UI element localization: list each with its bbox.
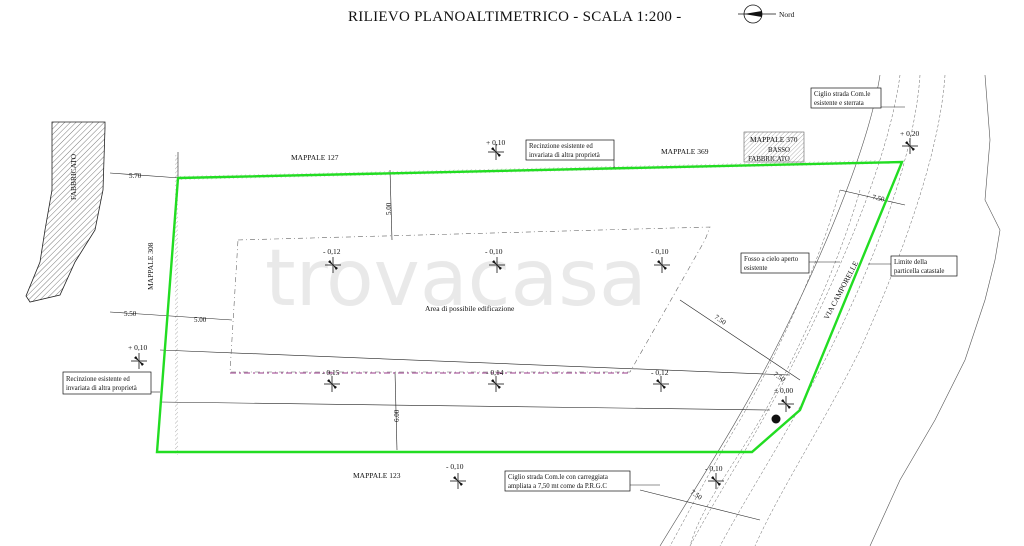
basso-fabbricato-label: BASSO xyxy=(768,147,790,154)
svg-text:invariata di altra proprietà: invariata di altra proprietà xyxy=(529,152,600,159)
road-lines xyxy=(659,74,1001,546)
survey-point xyxy=(130,352,148,370)
parcel-boundary xyxy=(155,160,904,454)
dimension-label: 7.50 xyxy=(772,370,787,384)
dimension-label: 5.50 xyxy=(124,310,137,318)
elevation-label: - 0,12 xyxy=(651,368,669,377)
mappale-369-label: MAPPALE 369 xyxy=(661,147,709,156)
svg-text:Ciglio strada Com.le: Ciglio strada Com.le xyxy=(814,91,870,98)
low-building xyxy=(743,131,805,163)
svg-text:esistente: esistente xyxy=(744,265,767,272)
survey-point xyxy=(487,375,505,393)
elevation-label: - 0,10 xyxy=(705,464,723,473)
dimension-label: 7.50 xyxy=(713,313,728,327)
elevation-label: - 0,12 xyxy=(323,247,341,256)
elevation-label: + 0,10 xyxy=(486,138,505,147)
basso-fabbricato-label-2: FABBRICATO xyxy=(748,156,790,163)
svg-text:particella catastale: particella catastale xyxy=(894,268,944,275)
survey-point xyxy=(449,472,467,490)
north-label: Nord xyxy=(779,10,795,19)
watermark-text: trovacasa xyxy=(265,234,647,324)
left-fence-strip xyxy=(175,155,178,455)
note-ciglio-bottom: Ciglio strada Com.le con carreggiata amp… xyxy=(504,470,660,492)
survey-point xyxy=(653,256,671,274)
elevation-label: - 0,15 xyxy=(322,368,340,377)
svg-text:Limite della: Limite della xyxy=(894,259,927,266)
dimension-label: 5.70 xyxy=(129,172,142,180)
elevation-label: + 0,10 xyxy=(128,343,147,352)
buildable-area xyxy=(229,226,711,373)
survey-point xyxy=(652,375,670,393)
dimension-label: 5.00 xyxy=(385,202,393,215)
north-arrow-icon xyxy=(738,4,776,24)
note-limite: Limite della particella catastale xyxy=(868,255,958,277)
elevation-label: - 0,10 xyxy=(651,247,669,256)
mappale-127-label: MAPPALE 127 xyxy=(291,153,339,162)
mappale-308-label: MAPPALE 308 xyxy=(146,242,155,290)
note-ciglio-top: Ciglio strada Com.le esistente e sterrat… xyxy=(810,87,905,109)
svg-text:Fosso a cielo aperto: Fosso a cielo aperto xyxy=(744,256,799,263)
svg-text:Ciglio strada Com.le con carre: Ciglio strada Com.le con carreggiata xyxy=(508,474,608,481)
neighbor-building xyxy=(25,121,106,303)
elevation-label: + 0,20 xyxy=(900,129,919,138)
dimension-label: 7.50 xyxy=(872,193,886,203)
elevation-label: - 0,10 xyxy=(485,247,503,256)
elevation-label: - 0,10 xyxy=(446,462,464,471)
page-title: RILIEVO PLANOALTIMETRICO - SCALA 1:200 - xyxy=(348,9,682,25)
building-label: FABBRICATO xyxy=(69,153,78,200)
survey-point xyxy=(777,395,795,413)
note-recinzione-top: Recinzione esistente ed invariata di alt… xyxy=(525,139,615,168)
note-fosso: Fosso a cielo aperto esistente xyxy=(740,252,840,274)
svg-text:Recinzione esistente ed: Recinzione esistente ed xyxy=(529,143,593,150)
mappale-370-label: MAPPALE 370 xyxy=(750,135,798,144)
svg-text:Recinzione esistente ed: Recinzione esistente ed xyxy=(66,376,130,383)
dimension-label: 6.00 xyxy=(393,409,401,422)
note-recinzione-left: Recinzione esistente ed invariata di alt… xyxy=(62,371,160,395)
helper-lines xyxy=(109,169,906,521)
survey-point xyxy=(901,137,919,155)
elevation-label: ± 0,00 xyxy=(774,386,793,395)
survey-point xyxy=(323,375,341,393)
mappale-123-label: MAPPALE 123 xyxy=(353,471,401,480)
reference-dot xyxy=(771,414,781,424)
elevation-label: - 0,14 xyxy=(486,368,504,377)
svg-text:esistente e sterrata: esistente e sterrata xyxy=(814,100,864,107)
svg-text:invariata di altra proprietà: invariata di altra proprietà xyxy=(66,385,137,392)
svg-text:ampliata a 7,50 mt come da P.R: ampliata a 7,50 mt come da P.R.G.C xyxy=(508,483,607,490)
area-label: Area di possibile edificazione xyxy=(425,304,515,313)
dimension-label: 7.50 xyxy=(689,488,704,502)
survey-point xyxy=(707,472,725,490)
dimension-label: 5.00 xyxy=(194,316,207,324)
